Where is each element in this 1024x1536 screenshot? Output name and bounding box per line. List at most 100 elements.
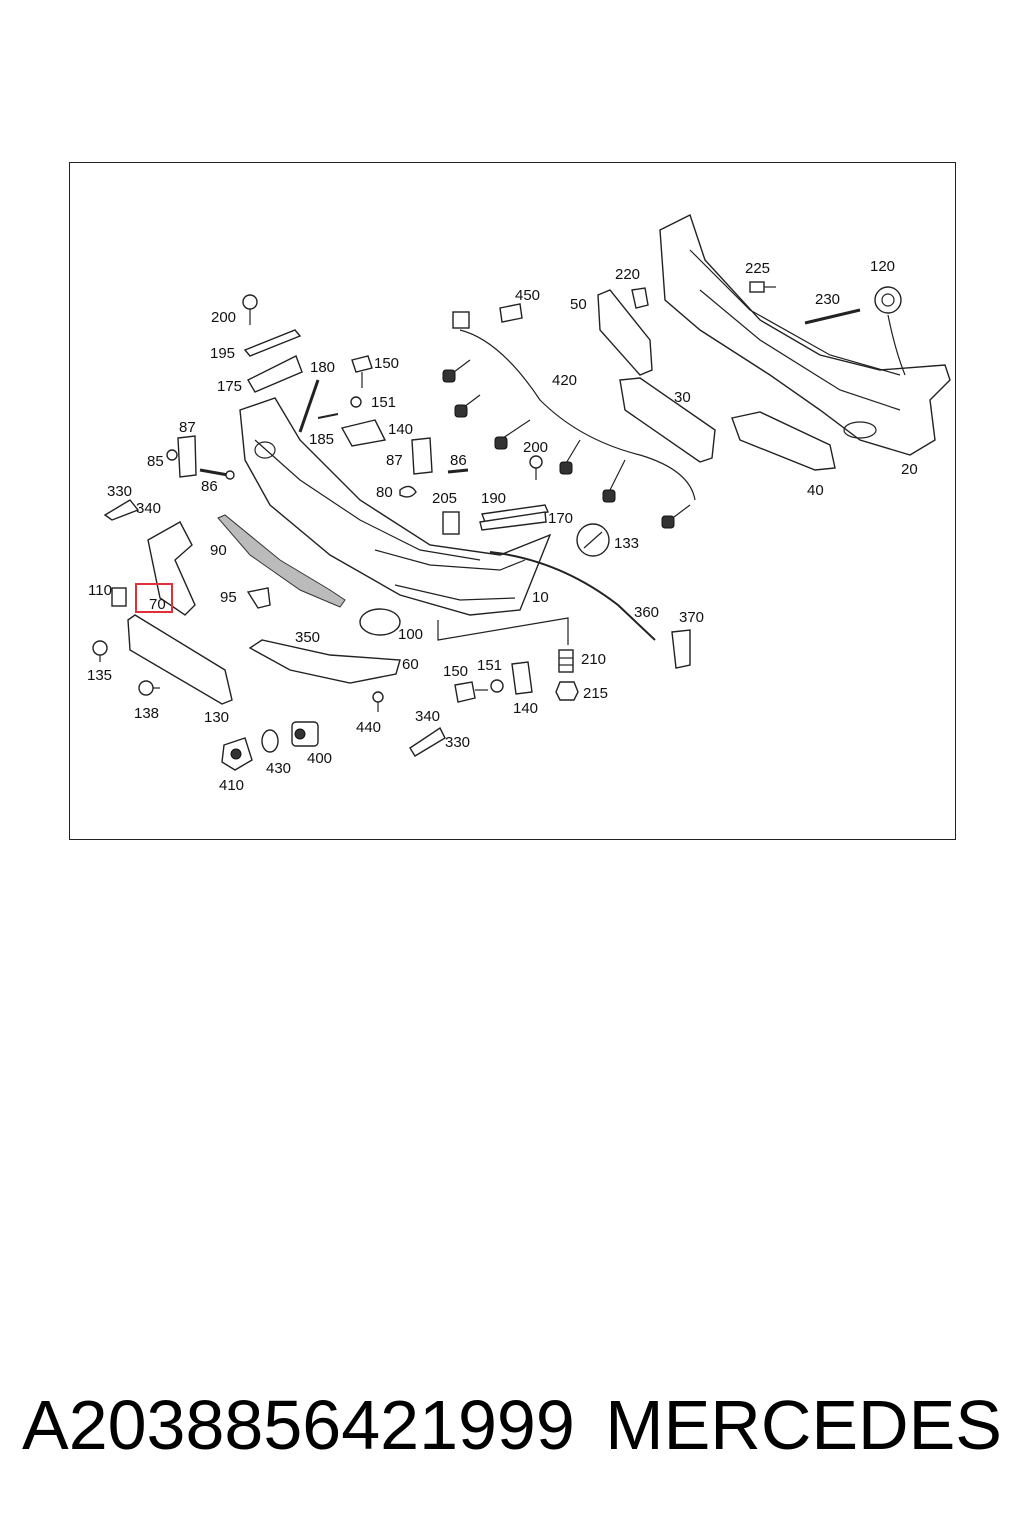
part-430-ring <box>261 729 279 753</box>
callout-86b: 86 <box>450 452 467 469</box>
callout-340b: 340 <box>415 708 440 725</box>
part-210-spacer <box>558 649 574 673</box>
part-200-screw <box>242 294 258 325</box>
callout-330b: 330 <box>445 734 470 751</box>
callout-185: 185 <box>309 431 334 448</box>
callout-90: 90 <box>210 542 227 559</box>
part-180-rod <box>298 379 320 433</box>
part-420-harness <box>442 311 696 529</box>
callout-151a: 151 <box>371 394 396 411</box>
part-87-bracket-center <box>411 437 433 475</box>
part-87-bracket-left <box>177 435 197 478</box>
callout-410: 410 <box>219 777 244 794</box>
part-400-sensor <box>291 721 319 747</box>
part-150-bolt-upper <box>351 355 373 388</box>
callout-200b: 200 <box>523 439 548 456</box>
callout-20: 20 <box>901 461 918 478</box>
part-133-wrench-symbol <box>576 523 610 557</box>
callout-138: 138 <box>134 705 159 722</box>
callout-135: 135 <box>87 667 112 684</box>
part-410-holder <box>221 737 253 771</box>
callout-400: 400 <box>307 750 332 767</box>
callout-195: 195 <box>210 345 235 362</box>
part-230-pin <box>804 308 861 325</box>
part-200-screw-center <box>529 455 543 480</box>
part-150-bolt-lower <box>454 681 488 703</box>
part-86-screw-center <box>447 468 469 474</box>
part-86-screw-left <box>199 468 235 480</box>
callout-30: 30 <box>674 389 691 406</box>
callout-140a: 140 <box>388 421 413 438</box>
callout-87b: 87 <box>386 452 403 469</box>
callout-60: 60 <box>402 656 419 673</box>
callout-95: 95 <box>220 589 237 606</box>
part-138-screw <box>138 680 160 696</box>
callout-200a: 200 <box>211 309 236 326</box>
part-30-absorber <box>619 377 716 463</box>
brand-name: MERCEDES <box>605 1386 1002 1464</box>
callout-360: 360 <box>634 604 659 621</box>
part-number: A2038856421999 <box>22 1386 575 1464</box>
part-170-bracket <box>479 511 547 531</box>
callout-180: 180 <box>310 359 335 376</box>
callout-120: 120 <box>870 258 895 275</box>
part-50-bracket <box>597 289 653 376</box>
part-330-cap <box>103 499 140 521</box>
part-85-nut <box>166 449 178 461</box>
part-80-cap <box>399 485 417 498</box>
callout-70: 70 <box>149 596 166 613</box>
part-185-pin <box>317 413 339 419</box>
callout-220: 220 <box>615 266 640 283</box>
part-215-nut <box>555 681 579 701</box>
part-10-leader <box>437 617 569 645</box>
part-95-bracket <box>246 587 271 609</box>
callout-190: 190 <box>481 490 506 507</box>
callout-85: 85 <box>147 453 164 470</box>
callout-440: 440 <box>356 719 381 736</box>
part-330-cap-lower <box>409 726 446 757</box>
callout-225: 225 <box>745 260 770 277</box>
part-360-wire <box>489 551 656 641</box>
callout-86a: 86 <box>201 478 218 495</box>
part-151-washer-lower <box>490 679 504 693</box>
part-175-bracket <box>247 355 303 393</box>
caption-bar: A2038856421999 MERCEDES <box>0 1380 1024 1470</box>
part-225-bolt <box>749 281 776 293</box>
callout-170: 170 <box>548 510 573 527</box>
callout-10: 10 <box>532 589 549 606</box>
part-205-clip <box>442 511 460 535</box>
callout-87a: 87 <box>179 419 196 436</box>
callout-430: 430 <box>266 760 291 777</box>
callout-370: 370 <box>679 609 704 626</box>
callout-350: 350 <box>295 629 320 646</box>
callout-130: 130 <box>204 709 229 726</box>
part-70-side-trim <box>147 521 196 616</box>
part-140-plate-upper <box>340 419 387 447</box>
callout-230: 230 <box>815 291 840 308</box>
callout-330a: 330 <box>107 483 132 500</box>
part-370-bracket <box>671 629 691 669</box>
callout-40: 40 <box>807 482 824 499</box>
part-140-plate-lower <box>511 661 533 695</box>
part-220-clip <box>631 287 649 309</box>
part-90-grille <box>217 514 346 608</box>
part-120-clip <box>874 286 906 376</box>
part-135-screw <box>92 640 108 662</box>
part-10-bumper-cover <box>239 397 552 616</box>
callout-215: 215 <box>583 685 608 702</box>
callout-100: 100 <box>398 626 423 643</box>
highlight-box-70 <box>135 583 173 613</box>
part-151-washer-upper <box>350 396 362 408</box>
part-195-strip <box>243 329 302 357</box>
callout-151b: 151 <box>477 657 502 674</box>
part-60-lower-trim <box>248 639 401 684</box>
callout-133: 133 <box>614 535 639 552</box>
part-130-plate-holder <box>127 614 233 705</box>
callout-110: 110 <box>88 582 112 599</box>
callout-210: 210 <box>581 651 606 668</box>
part-440-clip <box>372 691 384 712</box>
callout-450: 450 <box>515 287 540 304</box>
diagram-frame <box>69 162 956 840</box>
